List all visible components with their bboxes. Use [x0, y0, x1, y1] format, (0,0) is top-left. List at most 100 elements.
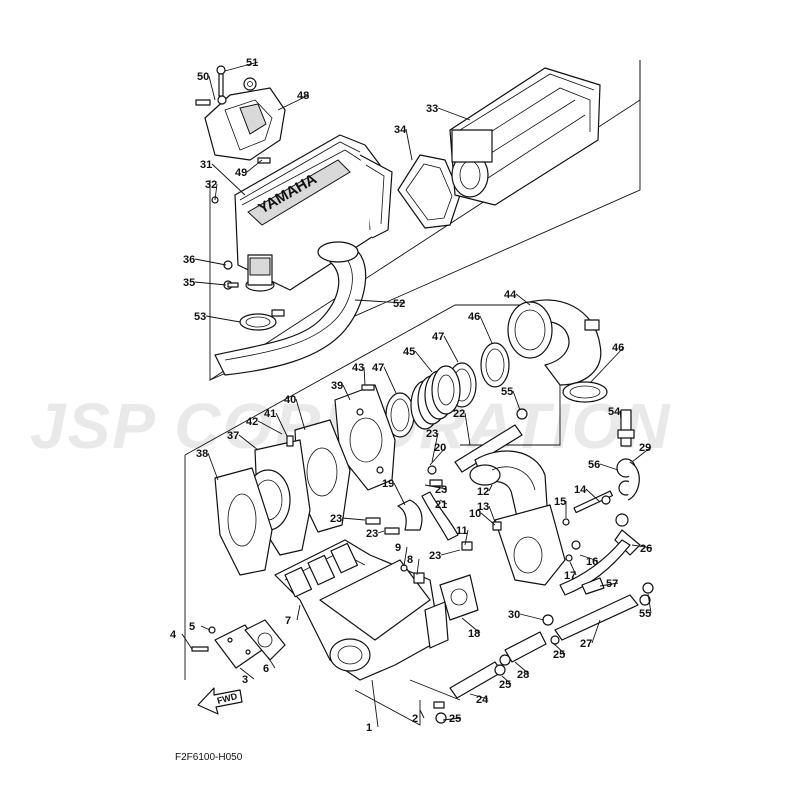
callout-leader-34 [405, 128, 413, 161]
callout-leader-54 [619, 410, 622, 421]
callout-leader-2 [419, 709, 425, 719]
callout-leader-23a [431, 432, 439, 463]
tube-27 [542, 594, 651, 645]
callout-leader-11 [464, 529, 469, 546]
callout-number-44: 44 [504, 289, 517, 301]
callout-number-33: 33 [426, 103, 438, 115]
callout-number-19: 19 [382, 478, 394, 490]
callout-number-28: 28 [517, 669, 529, 681]
callout-leader-14 [585, 488, 601, 503]
exhaust-hose-52 [214, 241, 367, 376]
callout-leader-30 [519, 613, 545, 621]
callout-number-34: 34 [394, 124, 407, 136]
callout-number-35: 35 [183, 277, 195, 289]
callout-number-23e: 23 [429, 550, 441, 562]
callout-leader-23e [440, 549, 461, 556]
callout-number-38: 38 [196, 448, 208, 460]
hose-24 [435, 661, 506, 724]
callout-number-23b: 23 [435, 484, 447, 496]
callout-number-23a: 23 [426, 428, 438, 440]
callout-leader-43 [363, 366, 366, 386]
callout-number-51: 51 [246, 57, 258, 69]
callout-number-56: 56 [588, 459, 600, 471]
callout-leader-5 [200, 625, 211, 631]
gasket-6 [244, 619, 286, 661]
callout-leader-3 [239, 667, 255, 680]
callout-number-9: 9 [395, 542, 401, 554]
callout-leader-19 [393, 482, 406, 506]
callout-number-31: 31 [200, 159, 212, 171]
small-bolts [286, 408, 654, 709]
callout-number-1: 1 [366, 722, 372, 734]
callout-number-11: 11 [456, 525, 468, 537]
callout-leader-41 [275, 412, 288, 437]
callout-leader-38 [207, 452, 219, 481]
callout-leader-25c [442, 717, 462, 721]
callout-number-46a: 46 [468, 311, 480, 323]
callout-leader-26 [631, 544, 653, 549]
callout-number-27: 27 [580, 638, 592, 650]
callout-number-41: 41 [264, 408, 276, 420]
flange-10 [494, 504, 566, 586]
callout-leader-32 [214, 183, 218, 201]
water-fitting-54 [559, 409, 641, 596]
callout-number-37: 37 [227, 430, 239, 442]
callout-leader-12 [488, 484, 493, 492]
callout-leader-56 [599, 463, 619, 471]
callout-leader-46a [479, 315, 493, 344]
callout-leader-36 [194, 258, 227, 266]
callout-number-47b: 47 [372, 362, 384, 374]
bracket-assembly [195, 65, 286, 164]
callout-number-26: 26 [640, 543, 652, 555]
hose-19 [397, 491, 459, 541]
callout-number-48: 48 [297, 90, 309, 102]
callout-leader-7 [296, 604, 301, 621]
callout-number-14: 14 [574, 484, 587, 496]
callout-leader-25b [501, 675, 512, 685]
bolt-4-5 [191, 626, 216, 652]
callout-number-16: 16 [586, 556, 598, 568]
callout-number-3: 3 [242, 674, 248, 686]
callout-number-53: 53 [194, 311, 206, 323]
callout-number-22: 22 [453, 408, 465, 420]
callout-number-17: 17 [564, 570, 576, 582]
pipe-22 [454, 424, 523, 473]
gasket-38 [214, 467, 273, 576]
callout-leader-22 [464, 412, 471, 446]
callout-leader-51 [224, 61, 259, 72]
manifold-1 [274, 539, 449, 681]
callout-number-30: 30 [508, 609, 520, 621]
callout-number-8: 8 [407, 554, 413, 566]
callout-leader-31 [211, 163, 246, 196]
callout-leader-53 [205, 315, 241, 323]
callout-leader-20 [429, 446, 447, 466]
callout-leader-23b [424, 484, 448, 490]
callout-number-25b: 25 [499, 679, 511, 691]
callout-leader-55a [512, 390, 521, 411]
callout-number-50: 50 [197, 71, 209, 83]
callout-number-6: 6 [263, 663, 269, 675]
callout-number-25a: 25 [553, 649, 565, 661]
callout-number-25c: 25 [449, 713, 461, 725]
bellows-45 [410, 365, 461, 430]
callout-number-55b: 55 [639, 608, 651, 620]
callout-leader-47b [383, 366, 397, 394]
callout-leader-13 [488, 505, 496, 523]
callout-number-40: 40 [284, 394, 296, 406]
callout-leader-29 [631, 446, 652, 463]
callout-leader-44 [515, 293, 531, 306]
callout-number-39: 39 [331, 380, 343, 392]
callout-number-32: 32 [205, 179, 217, 191]
callout-leader-4 [181, 633, 193, 650]
callout-leader-33 [437, 107, 471, 121]
callout-leader-46b [589, 346, 625, 384]
gasket-18 [439, 574, 479, 621]
callout-leader-47a [443, 335, 459, 363]
callout-number-36: 36 [183, 254, 195, 266]
callout-leader-21 [439, 499, 448, 505]
callout-leader-52 [354, 299, 406, 304]
callout-leader-23c [341, 517, 366, 521]
figure-code: F2F6100-H050 [175, 752, 243, 763]
